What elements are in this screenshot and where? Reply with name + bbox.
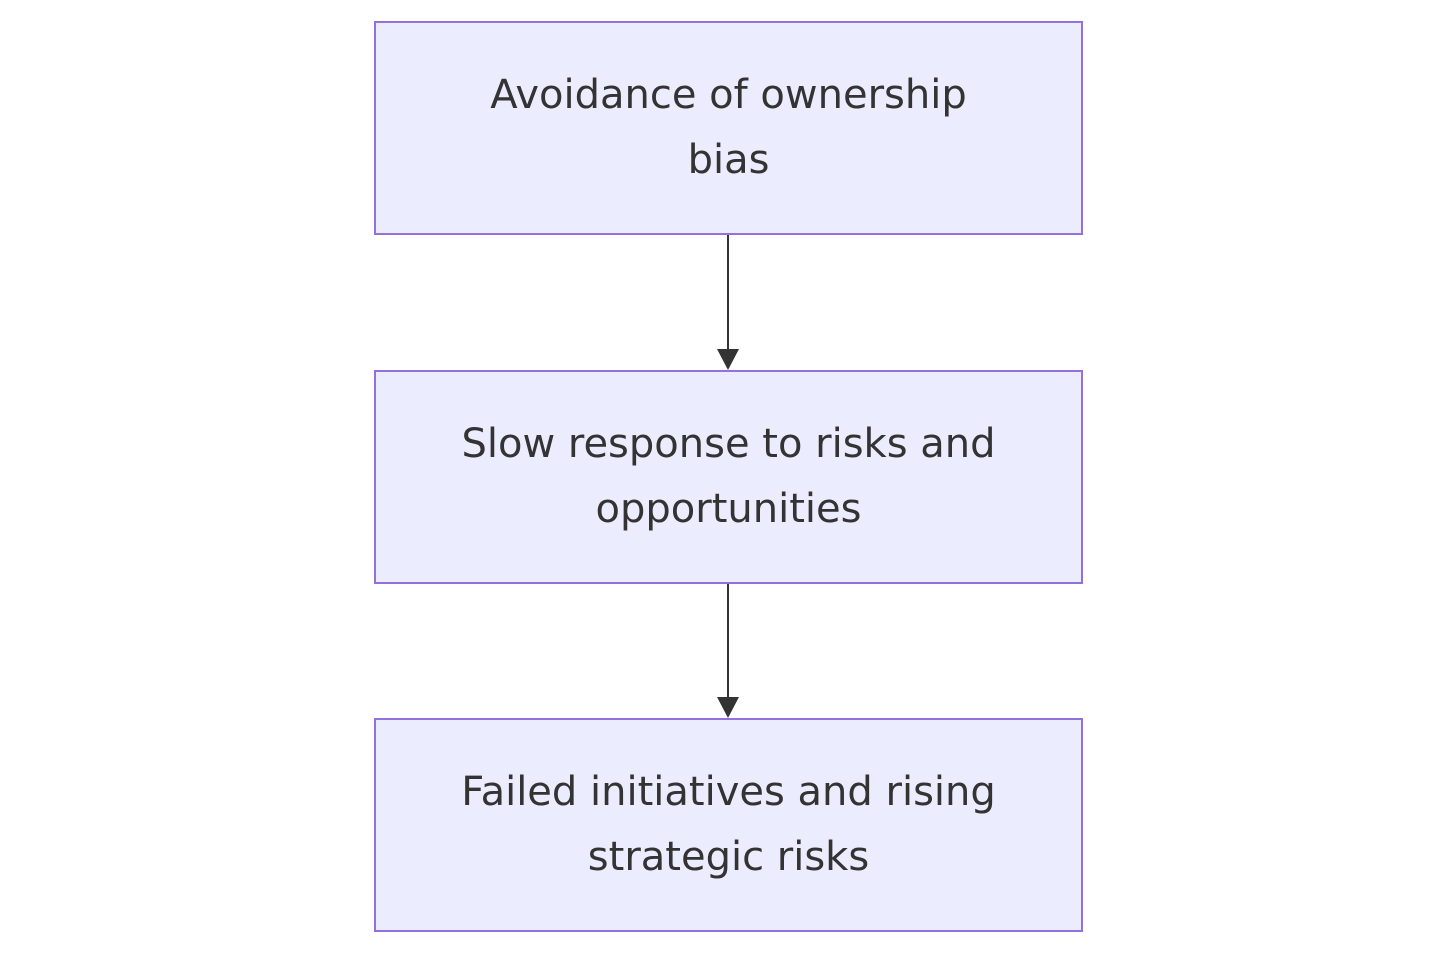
node-label: Failed initiatives and rising strategic … xyxy=(461,769,996,880)
edge-node-1-to-node-2 xyxy=(717,235,739,370)
flowchart-node-avoidance-of-ownership-bias: Avoidance of ownership bias xyxy=(374,21,1083,235)
node-label: Avoidance of ownership bias xyxy=(490,72,967,183)
node-label: Slow response to risks and opportunities xyxy=(461,421,996,532)
arrowhead-icon xyxy=(717,349,739,370)
flowchart-node-failed-initiatives: Failed initiatives and rising strategic … xyxy=(374,718,1083,932)
edge-node-2-to-node-3 xyxy=(717,584,739,718)
flowchart-node-slow-response: Slow response to risks and opportunities xyxy=(374,370,1083,584)
arrowhead-icon xyxy=(717,697,739,718)
